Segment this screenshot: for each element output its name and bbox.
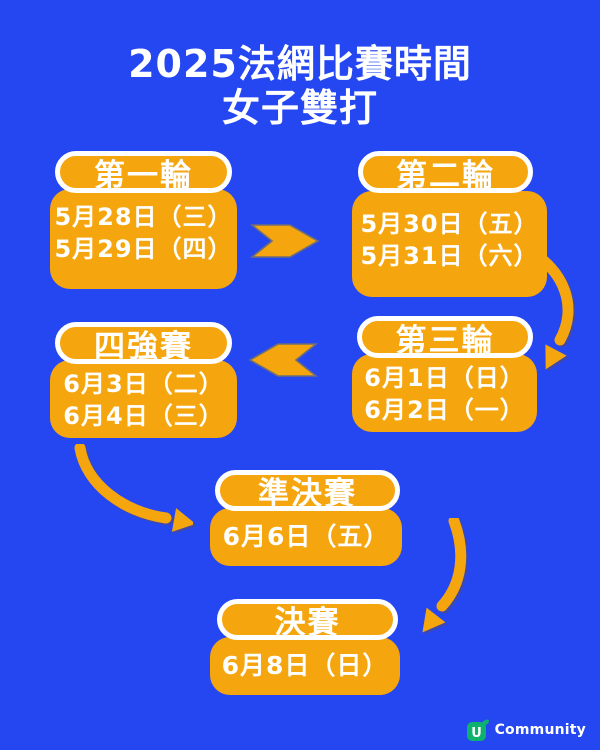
- page-title: 2025法網比賽時間: [128, 42, 472, 86]
- stage-round3-label: 第三輪: [395, 322, 495, 359]
- stage-round1-dates: 5月28日（三） 5月29日（四）: [50, 189, 237, 289]
- date-line: 5月31日（六）: [360, 242, 539, 270]
- stage-semifinal-dates: 6月6日（五）: [210, 508, 402, 566]
- stage-round2-label: 第二輪: [396, 157, 495, 194]
- curved-arrow-down-left-icon: [422, 518, 467, 633]
- date-line: 6月2日（一）: [364, 396, 525, 424]
- stage-final-dates: 6月8日（日）: [210, 637, 400, 695]
- stage-round2-dates: 5月30日（五） 5月31日（六）: [352, 191, 547, 297]
- date-line: 6月3日（二）: [63, 370, 224, 398]
- logo-badge-letter: U: [471, 726, 482, 741]
- stage-round1-label: 第一輪: [94, 157, 193, 194]
- date-line: 6月4日（三）: [63, 402, 224, 430]
- date-line: 5月30日（五）: [360, 210, 539, 238]
- stage-quarterfinal-dates: 6月3日（二） 6月4日（三）: [50, 360, 237, 438]
- stage-round2-header: 第二輪: [358, 151, 533, 194]
- stage-round3-dates: 6月1日（日） 6月2日（一）: [352, 354, 537, 432]
- chevron-right-arrow-icon: [250, 224, 320, 258]
- date-line: 6月6日（五）: [222, 522, 390, 551]
- stage-final-label: 決賽: [274, 605, 341, 641]
- logo-text: Community: [494, 722, 586, 738]
- stage-semifinal-label: 準決賽: [258, 476, 357, 512]
- stage-semifinal-header: 準決賽: [215, 470, 400, 512]
- date-line: 5月29日（四）: [54, 235, 233, 263]
- stage-quarterfinal-label: 四強賽: [94, 328, 193, 365]
- curved-arrow-down-right-icon: [74, 444, 193, 532]
- page-subtitle: 女子雙打: [221, 86, 378, 130]
- date-line: 5月28日（三）: [54, 203, 233, 231]
- stage-quarterfinal-header: 四強賽: [55, 322, 232, 365]
- ucommunity-badge-icon: U: [466, 719, 489, 741]
- stage-round3-header: 第三輪: [357, 316, 533, 359]
- stage-final-header: 決賽: [217, 599, 398, 641]
- ucommunity-logo: U Community: [466, 718, 586, 742]
- chevron-left-arrow-icon: [248, 343, 318, 377]
- stage-round1-header: 第一輪: [55, 151, 232, 194]
- date-line: 6月8日（日）: [221, 651, 389, 680]
- date-line: 6月1日（日）: [364, 364, 525, 392]
